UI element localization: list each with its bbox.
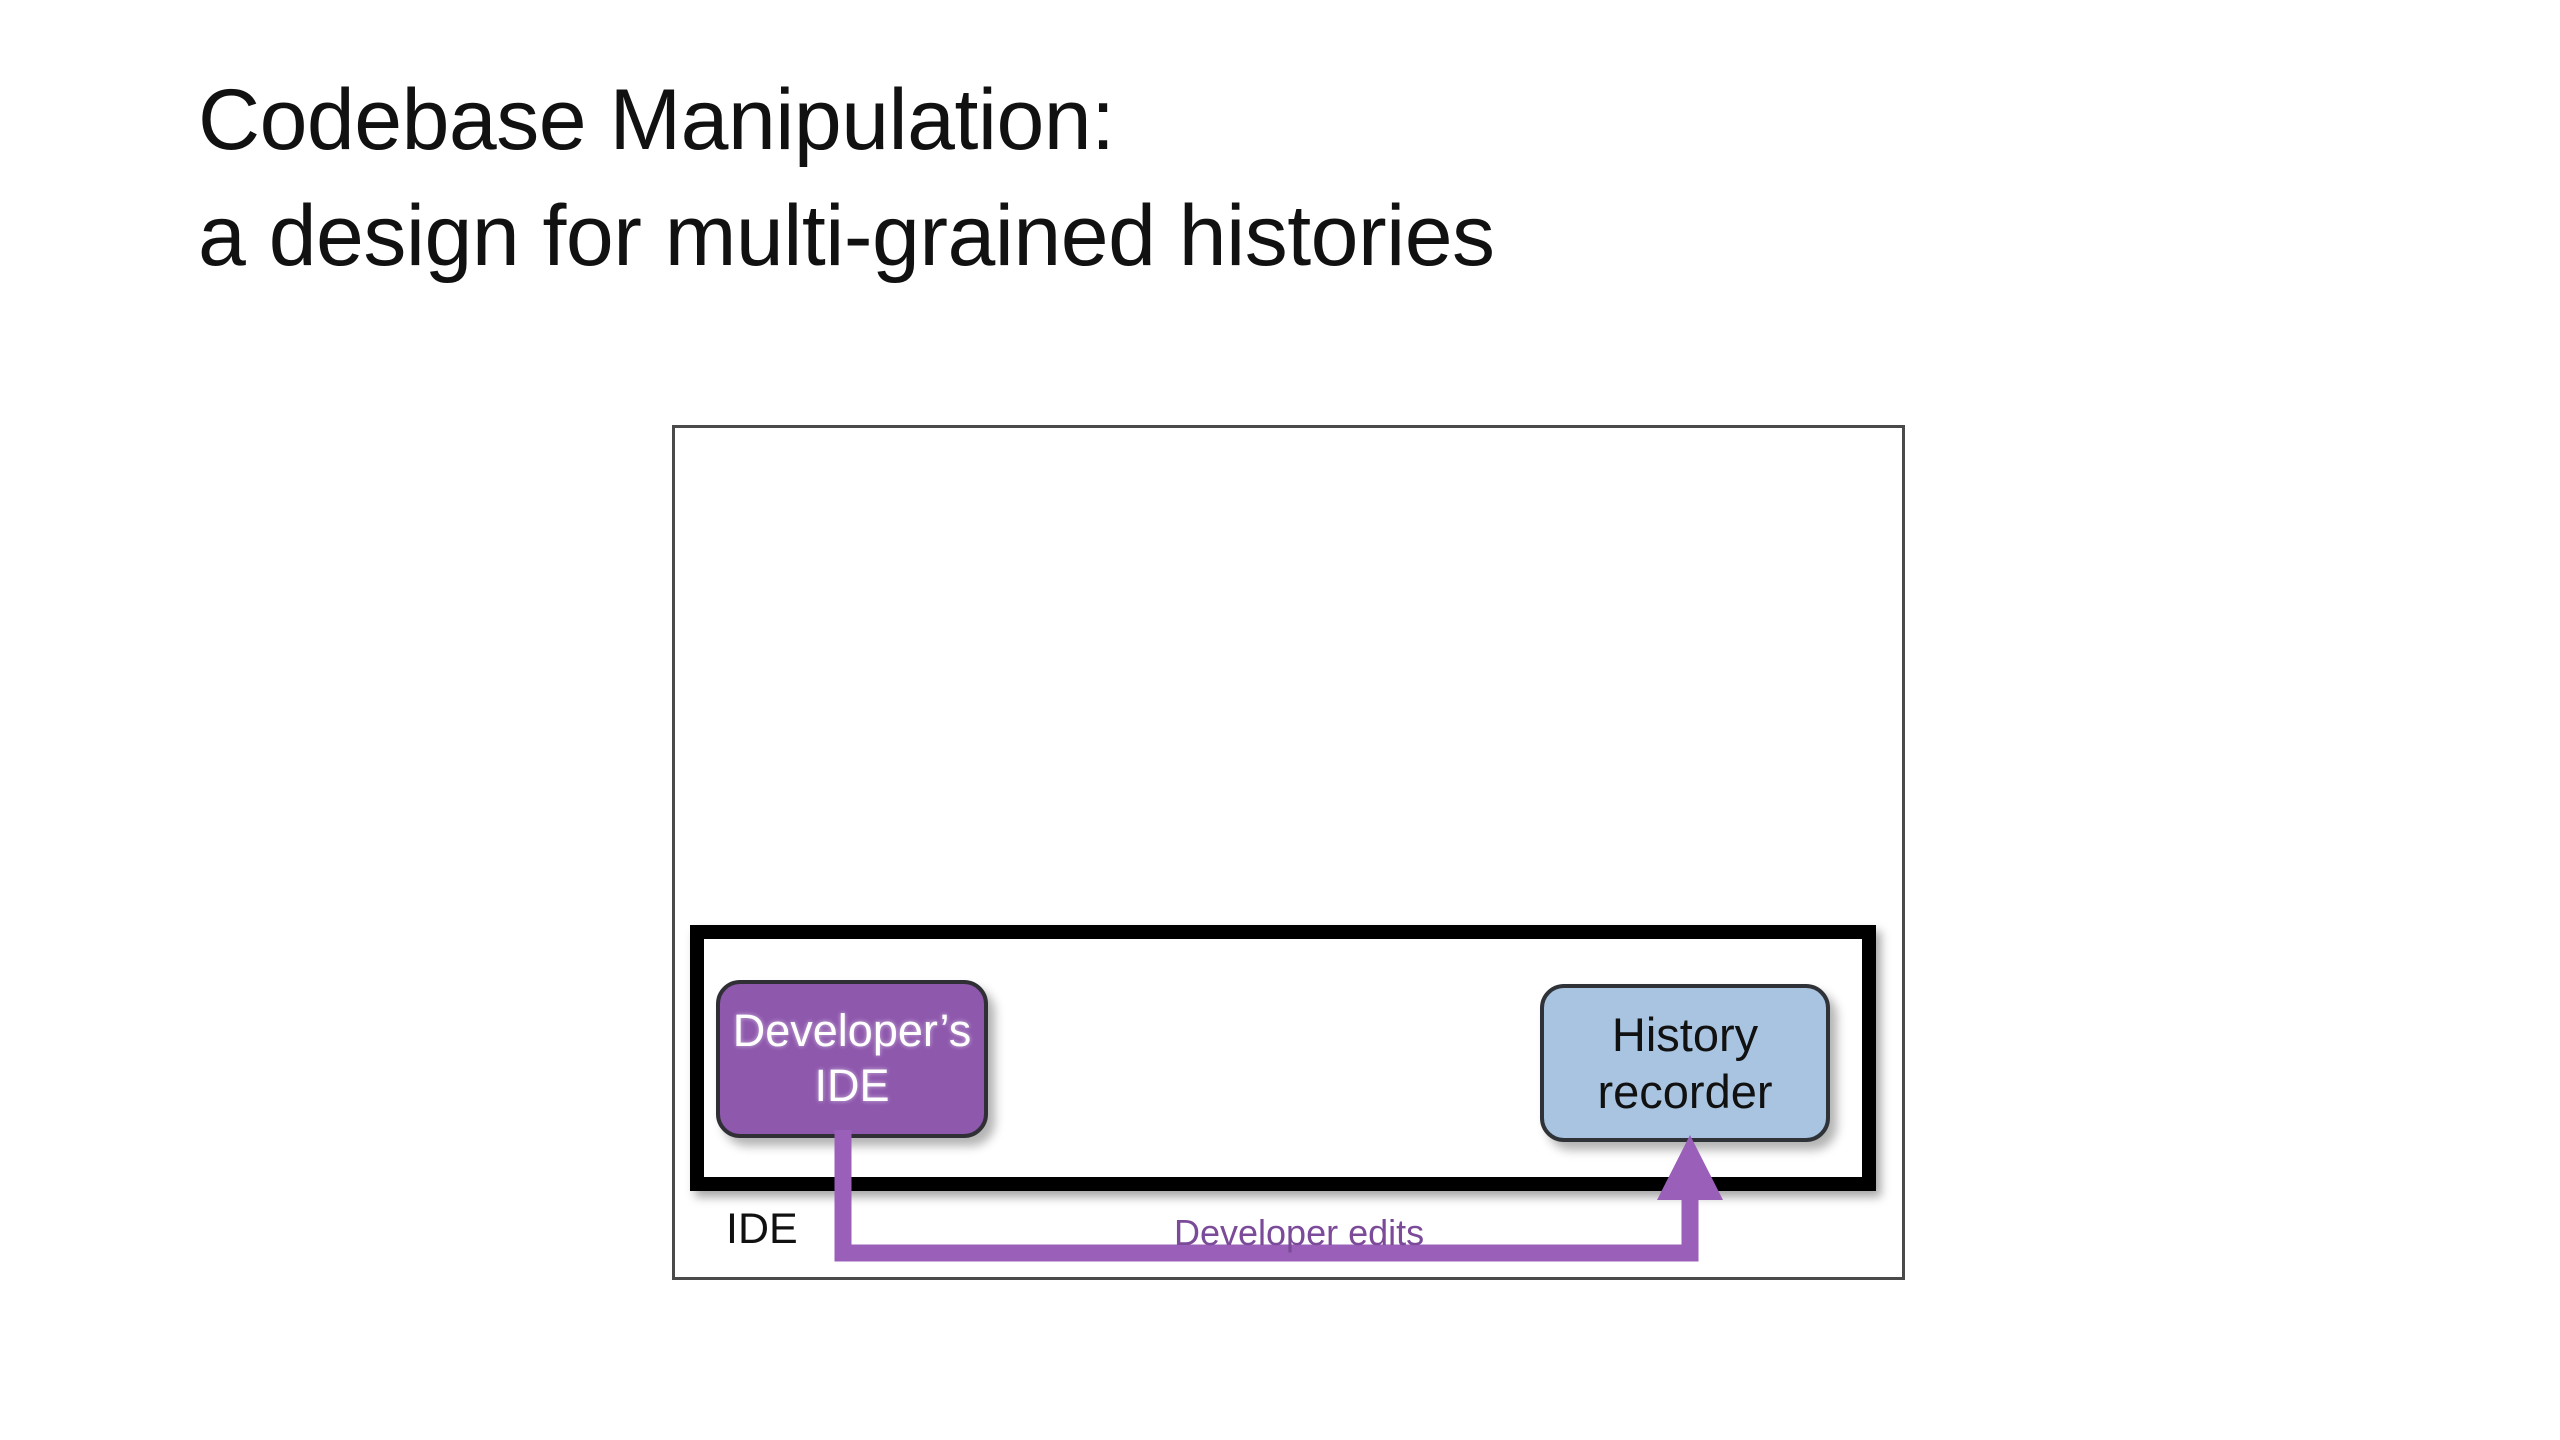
label-ide: IDE — [726, 1205, 798, 1253]
node-history-recorder[interactable]: History recorder — [1540, 984, 1830, 1142]
label-developer-edits: Developer edits — [1174, 1212, 1425, 1253]
page-title: Codebase Manipulation: a design for mult… — [198, 62, 2198, 294]
page-title-line-2: a design for multi-grained histories — [198, 188, 1495, 285]
node-developer-ide[interactable]: Developer’s IDE — [716, 980, 988, 1138]
page-title-line-1: Codebase Manipulation: — [198, 72, 1115, 168]
